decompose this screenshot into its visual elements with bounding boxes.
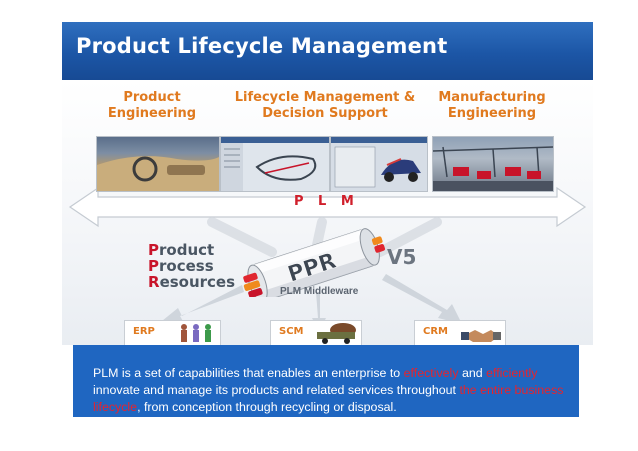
scm-label: SCM [279, 326, 304, 337]
erp-label: ERP [133, 326, 155, 337]
category-manufacturing-engineering: Manufacturing Engineering [432, 90, 552, 122]
category-line: Product [92, 90, 212, 106]
truck-icon [313, 322, 359, 344]
category-line: Manufacturing [432, 90, 552, 106]
highlight-effectively: effectively [404, 366, 459, 380]
crm-box: CRM [414, 320, 506, 345]
category-line: Engineering [432, 106, 552, 122]
ppr-product: Product [148, 242, 235, 258]
car-interior-image [96, 136, 220, 192]
ppr-legend: Product Process Resources [148, 242, 235, 290]
ppr-process: Process [148, 258, 235, 274]
category-product-engineering: Product Engineering [92, 90, 212, 122]
middleware-label: PLM Middleware [280, 286, 358, 297]
scm-box: SCM [270, 320, 362, 345]
ppr-resources: Resources [148, 274, 235, 290]
crm-label: CRM [423, 326, 448, 337]
description-segment: PLM is a set of capabilities that enable… [93, 366, 404, 380]
category-line: Lifecycle Management & [230, 90, 420, 106]
description-box: PLM is a set of capabilities that enable… [73, 345, 579, 417]
description-segment: , from conception through recycling or d… [137, 400, 397, 414]
description-segment: innovate and manage its products and rel… [93, 383, 459, 397]
title-bar: Product Lifecycle Management [62, 22, 593, 83]
description-text: PLM is a set of capabilities that enable… [93, 365, 573, 416]
category-lifecycle-management: Lifecycle Management & Decision Support [230, 90, 420, 122]
ppr-initial: R [148, 273, 160, 291]
version-label: V5 [387, 245, 416, 269]
description-segment: and [459, 366, 487, 380]
ppr-rest: esources [160, 273, 235, 291]
highlight-efficiently: efficiently [486, 366, 537, 380]
category-line: Engineering [92, 106, 212, 122]
category-line: Decision Support [230, 106, 420, 122]
people-icon [176, 322, 216, 344]
handshake-icon [461, 322, 501, 344]
cad-software-image [220, 136, 330, 192]
car-model-image [330, 136, 428, 192]
plm-diagram: Product Engineering Lifecycle Management… [62, 80, 593, 345]
erp-box: ERP [124, 320, 221, 345]
page-title: Product Lifecycle Management [76, 34, 447, 58]
factory-image [432, 136, 554, 192]
plm-label: P L M [294, 194, 359, 209]
